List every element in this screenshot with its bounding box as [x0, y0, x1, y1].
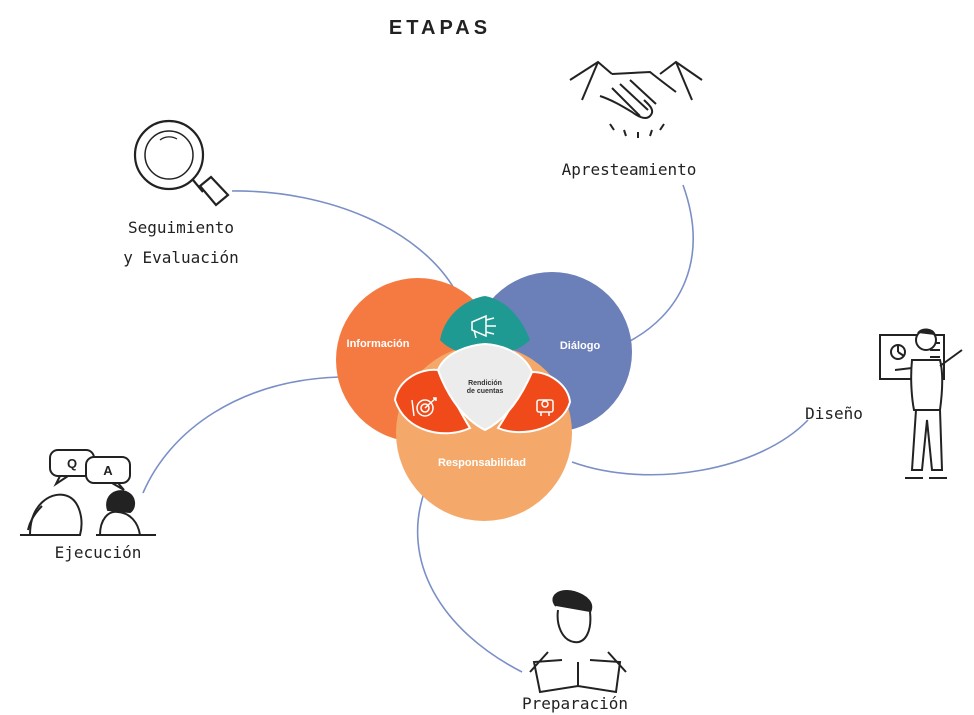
- connectors: [142, 184, 809, 673]
- qa-people-icon: [20, 449, 156, 536]
- venn-overlap-info-dialogo: [440, 296, 530, 356]
- reader-icon: [529, 590, 627, 694]
- venn-label-responsabilidad: Responsabilidad: [438, 457, 526, 469]
- stage-label-ejecucion: Ejecución: [55, 543, 142, 562]
- connector-seguimiento: [231, 190, 456, 291]
- presenter-icon: [879, 328, 963, 479]
- connector-preparacion: [416, 489, 523, 673]
- connector-ejecucion: [142, 376, 341, 494]
- handshake-icon: [569, 60, 703, 138]
- connector-apprestamiento: [627, 184, 694, 343]
- stage-label-preparacion: Preparación: [522, 694, 628, 713]
- venn-label-dialogo: Diálogo: [560, 340, 601, 352]
- qa-bubble-q: Q: [67, 456, 77, 471]
- stage-label-apprestamiento: Apresteamiento: [562, 160, 697, 179]
- target-icon: [411, 397, 437, 417]
- stage-label-seguimiento-line2: y Evaluación: [123, 248, 239, 267]
- magnifier-icon: [133, 119, 230, 207]
- venn-center: [436, 342, 534, 432]
- venn-center-line1: Rendición: [468, 380, 502, 387]
- stage-label-seguimiento-line1: Seguimiento: [128, 218, 234, 237]
- connector-diseno: [571, 419, 809, 476]
- qa-bubble-a: A: [103, 463, 113, 478]
- venn-label-informacion: Información: [347, 338, 410, 350]
- megaphone-icon: [471, 314, 496, 339]
- venn-center-line2: de cuentas: [467, 388, 504, 395]
- venn-diagram: Información Diálogo Responsabilidad Rend…: [336, 272, 632, 521]
- handshake-small-icon: [536, 399, 554, 416]
- stage-label-diseno: Diseño: [805, 404, 863, 423]
- page-title: ETAPAS: [389, 17, 491, 39]
